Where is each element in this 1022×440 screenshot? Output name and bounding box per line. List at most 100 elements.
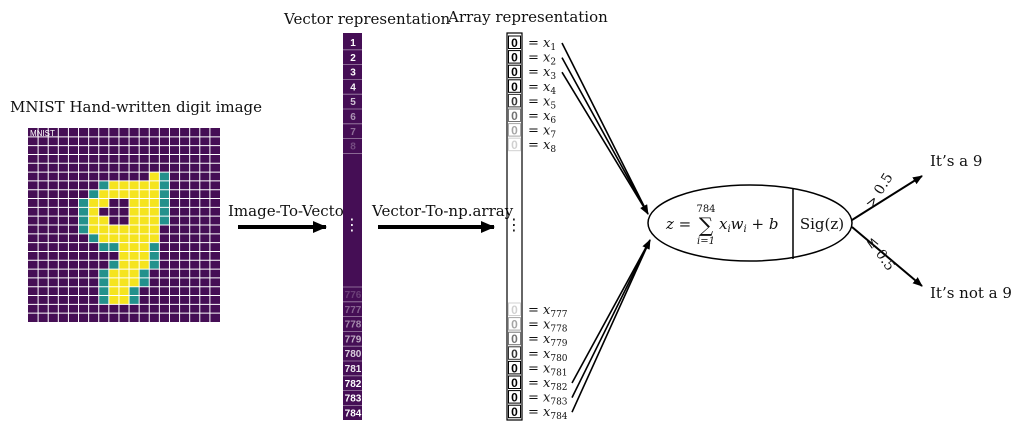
digit-pixel [149, 225, 160, 234]
sum-lower: i=1 [697, 236, 715, 247]
digit-pixel [129, 180, 140, 190]
digit-pixel [159, 216, 170, 225]
digit-pixel [98, 198, 109, 208]
input-connection-line [561, 71, 649, 215]
digit-pixel [139, 189, 150, 199]
digit-pixel [159, 207, 170, 217]
digit-pixel [149, 233, 160, 243]
image-title: MNIST Hand-written digit image [10, 98, 262, 116]
sum-upper: 784 [696, 204, 715, 215]
array-cell-value: 0 [511, 36, 518, 50]
array-cell-box [508, 302, 521, 316]
array-variable-label: = x782 [528, 376, 568, 393]
digit-pixel [149, 172, 160, 181]
array-cell-value: 0 [511, 124, 518, 138]
digit-pixel [139, 251, 150, 261]
array-cell-box [508, 35, 521, 49]
input-connection-line [561, 42, 649, 215]
digit-pixel [98, 189, 109, 199]
array-cell-value: 0 [511, 347, 518, 361]
digit-pixel [108, 189, 119, 199]
input-connection-line [571, 239, 651, 384]
digit-pixel [98, 216, 109, 225]
digit-pixel [129, 277, 140, 287]
array-cell-value: 0 [511, 109, 518, 123]
sum-rhs: xiwi + b [719, 215, 778, 235]
array-variable-label: = x8 [528, 138, 556, 155]
array-cell-box [508, 137, 521, 152]
vector-ellipsis: ⋮ [344, 215, 360, 234]
digit-pixel [88, 198, 99, 208]
digit-pixel [129, 233, 140, 243]
vector-title: Vector representation [283, 10, 450, 28]
digit-pixel [159, 198, 170, 208]
digit-pixel [129, 198, 140, 208]
digit-pixel [108, 277, 119, 287]
digit-pixel [118, 189, 130, 199]
digit-pixel [88, 233, 99, 243]
sum-lhs: z = [665, 215, 691, 233]
array-cell-box [508, 108, 521, 122]
array-variable-label: = x7 [528, 124, 556, 141]
vector-cell-label: 781 [345, 364, 362, 375]
vector-cell-label: 784 [345, 408, 362, 419]
array-cell-value: 0 [511, 391, 518, 405]
vector-cell-label: 1 [350, 38, 356, 49]
array-cell-value: 0 [511, 332, 518, 346]
array-variable-label: = x784 [528, 405, 568, 422]
vector-bar [343, 33, 362, 420]
vector-cell-label: 8 [350, 142, 356, 153]
vector-cell-label: 782 [345, 379, 362, 390]
digit-pixel [129, 242, 140, 252]
result-is-nine: It’s a 9 [930, 152, 982, 170]
vector-cell-label: 7 [350, 127, 356, 138]
digit-pixel [118, 180, 130, 190]
digit-pixel [129, 251, 140, 261]
digit-pixel [129, 207, 140, 217]
digit-pixel [149, 251, 160, 261]
digit-pixel [88, 225, 99, 234]
digit-pixel [118, 269, 130, 278]
array-cell-value: 0 [511, 65, 518, 79]
digit-pixel [118, 286, 130, 296]
digit-pixel [139, 269, 150, 278]
digit-pixel [129, 225, 140, 234]
array-cell-value: 0 [511, 138, 518, 152]
digit-pixel [159, 180, 170, 190]
digit-pixel [88, 216, 99, 225]
vector-to-array-label: Vector-To-np.array [371, 202, 514, 220]
digit-pixel [108, 269, 119, 278]
sum-symbol: ∑ [699, 213, 714, 237]
digit-pixel [108, 180, 119, 190]
digit-pixel [108, 242, 119, 252]
digit-pixel [88, 207, 99, 217]
digit-pixel [129, 286, 140, 296]
digit-pixel [149, 189, 160, 199]
vector-cell-label: 5 [350, 97, 356, 108]
digit-pixel [118, 277, 130, 287]
digit-image: MNIST [28, 128, 220, 322]
digit-pixel [78, 198, 89, 208]
input-connection-line [571, 239, 651, 398]
digit-pixel [149, 207, 160, 217]
digit-pixel [98, 242, 109, 252]
digit-pixel [129, 189, 140, 199]
array-cell-box [508, 317, 521, 331]
array-cell-value: 0 [511, 405, 518, 419]
array-variable-label: = x2 [528, 51, 556, 68]
digit-pixel [108, 260, 119, 270]
array-cell-value: 0 [511, 376, 518, 390]
array-variable-label: = x780 [528, 347, 568, 364]
result-not-nine: It’s not a 9 [930, 284, 1012, 302]
array-cell-box [508, 346, 521, 360]
digit-pixel [129, 295, 140, 305]
array-variable-label: = x3 [528, 65, 556, 82]
array-cell-value: 0 [511, 94, 518, 108]
array-variable-label: = x1 [528, 36, 556, 53]
digit-pixel [98, 269, 109, 278]
digit-pixel [78, 225, 89, 234]
digit-pixel [98, 277, 109, 287]
digit-pixel [139, 198, 150, 208]
input-connection-line [561, 57, 649, 215]
